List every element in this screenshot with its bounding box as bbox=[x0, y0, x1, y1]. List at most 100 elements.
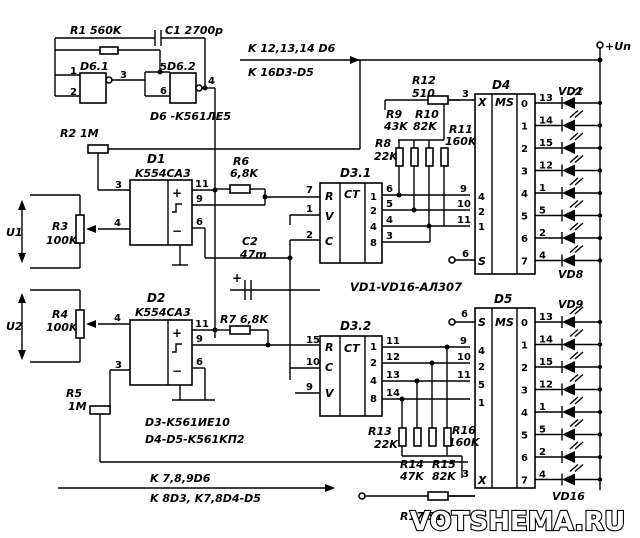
svg-text:4: 4 bbox=[370, 376, 377, 387]
d62-label: D6.2 bbox=[167, 60, 196, 73]
r16-label: R16 bbox=[452, 424, 476, 437]
supply-label: +Un bbox=[605, 40, 631, 53]
r12-resistor bbox=[427, 95, 449, 105]
svg-text:6: 6 bbox=[196, 217, 203, 228]
r15-label: R15 bbox=[432, 458, 456, 471]
svg-text:1: 1 bbox=[478, 398, 485, 409]
led-diode-icon bbox=[562, 428, 575, 441]
mux-output-pin: 1 bbox=[539, 183, 546, 194]
svg-text:2: 2 bbox=[370, 358, 377, 369]
svg-text:1: 1 bbox=[70, 66, 77, 77]
mux-output-pin: 2 bbox=[539, 228, 546, 239]
light-arrow-icon bbox=[569, 244, 579, 254]
r14-value: 47K bbox=[399, 470, 425, 483]
r4-value: 100K bbox=[46, 321, 79, 334]
svg-text:MS: MS bbox=[495, 96, 514, 109]
r1-label: R1 560K bbox=[70, 24, 123, 37]
svg-text:−: − bbox=[172, 224, 182, 238]
led-diode-icon bbox=[562, 187, 575, 199]
light-arrow-icon bbox=[574, 441, 584, 450]
mux-output-index: 6 bbox=[521, 234, 528, 245]
r12-group: R12 510 bbox=[384, 74, 475, 110]
vd9-label: VD9 bbox=[558, 298, 584, 311]
svg-text:11: 11 bbox=[386, 336, 400, 347]
mux-output-index: 3 bbox=[521, 167, 528, 178]
light-arrow-icon bbox=[569, 463, 579, 473]
svg-text:11: 11 bbox=[457, 215, 471, 226]
mux-output-index: 3 bbox=[521, 386, 528, 397]
watermark: VOTSHEMA.RU bbox=[410, 507, 625, 537]
svg-text:15: 15 bbox=[306, 335, 320, 346]
light-arrow-icon bbox=[574, 463, 584, 473]
d2-label: D2 bbox=[147, 291, 165, 305]
r10-label: R10 bbox=[415, 108, 439, 121]
led-row: 74 bbox=[521, 244, 603, 268]
d31-chip bbox=[319, 182, 383, 264]
light-arrow-icon bbox=[569, 154, 579, 164]
r3-u1: R3 100K 4 U1 bbox=[6, 194, 130, 269]
mux-output-index: 2 bbox=[521, 144, 528, 155]
led-diode-icon bbox=[562, 451, 575, 463]
svg-text:6: 6 bbox=[160, 86, 167, 97]
r4-label: R4 bbox=[52, 308, 68, 321]
mux-output-pin: 14 bbox=[539, 335, 553, 346]
d32-counter: D3.2 CT R C V 1 2 4 8 15 10 9 11 12 13 1… bbox=[290, 319, 470, 417]
mux-output-index: 0 bbox=[521, 318, 528, 329]
svg-text:4: 4 bbox=[370, 222, 377, 233]
svg-text:4: 4 bbox=[114, 218, 121, 229]
mux-output-pin: 12 bbox=[539, 380, 553, 391]
svg-text:4: 4 bbox=[114, 313, 121, 324]
svg-text:9: 9 bbox=[196, 334, 203, 345]
led-row: 013 bbox=[521, 306, 603, 329]
arrow-icon bbox=[18, 200, 26, 210]
r8-value: 22K bbox=[374, 150, 399, 163]
svg-text:6: 6 bbox=[196, 357, 203, 368]
led-diode-icon bbox=[562, 316, 575, 328]
light-arrow-icon bbox=[569, 373, 579, 383]
led-row: 62 bbox=[521, 222, 603, 245]
d1-type: K554CA3 bbox=[135, 167, 191, 180]
led-diode-icon bbox=[562, 142, 575, 154]
r15-value: 82K bbox=[432, 470, 457, 483]
c1-label: C1 2700p bbox=[165, 24, 223, 37]
svg-text:6: 6 bbox=[461, 309, 468, 320]
d4-chip bbox=[474, 93, 536, 275]
d5-chip bbox=[474, 307, 536, 489]
k-bottom-label-2: K 8D3, K7,8D4-D5 bbox=[150, 492, 261, 505]
led-diode-icon bbox=[562, 383, 575, 396]
r4-u2: R4 100K U2 bbox=[6, 289, 130, 363]
svg-text:7: 7 bbox=[306, 185, 313, 196]
r9-resistor bbox=[410, 147, 419, 167]
k-top-bus: K 12,13,14 D6 K 16D3-D5 +Un bbox=[240, 40, 631, 490]
r11-value: 160K bbox=[445, 135, 478, 148]
r17-label: R17 510 bbox=[400, 510, 451, 523]
mux-output-pin: 14 bbox=[539, 116, 553, 127]
c2-label: C2 bbox=[242, 235, 258, 248]
ic-note-2: D4-D5-K561KП2 bbox=[145, 433, 245, 446]
led-row: 1 14 bbox=[521, 109, 603, 133]
light-arrow-icon bbox=[574, 418, 584, 428]
d32-label: D3.2 bbox=[340, 319, 371, 333]
d1-comparator: R2 1M 3 D1 K554CA3 + − 11 9 6 bbox=[60, 60, 361, 266]
mux-output-index: 7 bbox=[521, 476, 528, 487]
svg-text:14: 14 bbox=[386, 388, 400, 399]
svg-text:8: 8 bbox=[370, 238, 377, 249]
light-arrow-icon bbox=[569, 177, 579, 186]
svg-text:1: 1 bbox=[478, 222, 485, 233]
svg-text:2: 2 bbox=[478, 362, 485, 373]
led-diode-icon bbox=[562, 97, 575, 109]
led-row: 215 bbox=[521, 351, 603, 374]
led-row: 74 bbox=[521, 463, 603, 487]
svg-text:2: 2 bbox=[478, 207, 485, 218]
svg-text:9: 9 bbox=[196, 194, 203, 205]
led-diode-icon bbox=[562, 338, 575, 351]
mux-output-index: 1 bbox=[521, 122, 528, 133]
mux-output-index: 1 bbox=[521, 341, 528, 352]
d61-label: D6.1 bbox=[80, 60, 109, 73]
u1-label: U1 bbox=[6, 226, 23, 239]
svg-text:10: 10 bbox=[457, 352, 471, 363]
svg-text:9: 9 bbox=[306, 382, 313, 393]
led-row: 013 bbox=[521, 87, 603, 110]
svg-text:S: S bbox=[478, 316, 486, 329]
led-row: 55 bbox=[521, 199, 603, 223]
